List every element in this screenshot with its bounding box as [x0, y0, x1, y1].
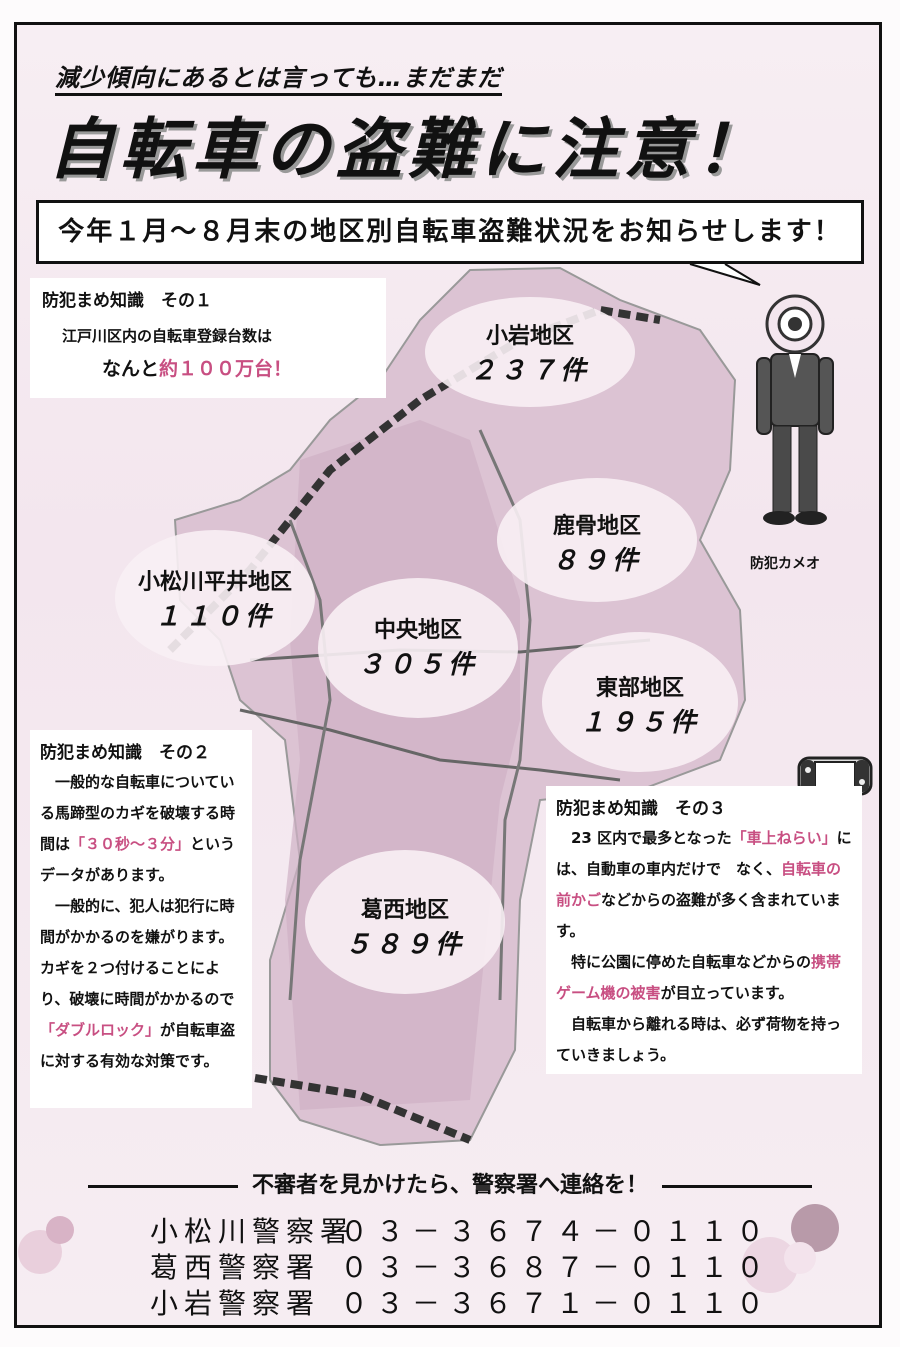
- tip-highlight: 「３０秒～３分」: [70, 835, 191, 853]
- tip-highlight: 「ダブルロック」: [40, 1021, 161, 1039]
- tip-text: なんと約１００万台！: [102, 358, 293, 380]
- station-phone: ０３－３６７４－０１１０: [340, 1215, 773, 1248]
- district-count: ２３７件: [469, 356, 590, 386]
- station-name: 小岩警察署: [150, 1287, 321, 1320]
- station-name: 小松川警察署: [150, 1215, 355, 1248]
- district-circle-tobu: [542, 632, 738, 772]
- divider: [662, 1184, 812, 1188]
- district-label-chuo: 中央地区 ３０５件: [338, 612, 498, 681]
- district-circle-chuo: [318, 578, 518, 718]
- district-name: 葛西地区: [360, 898, 449, 923]
- district-label-shishibone: 鹿骨地区 ８９件: [517, 508, 677, 577]
- mascot-label: 防犯カメオ: [750, 556, 820, 572]
- speech-tail: [689, 263, 761, 286]
- district-label-tobu: 東部地区 １９５件: [560, 670, 720, 739]
- divider: [87, 1184, 238, 1188]
- decor-circle: [18, 1230, 62, 1274]
- camera-mascot-icon: [756, 294, 834, 525]
- tip-heading: 防犯まめ知識 その１: [42, 291, 212, 311]
- railway-line-2: [254, 1074, 472, 1144]
- police-station-koiwa: 小岩警察署 ０３－３６７１－０１１０: [150, 1282, 772, 1322]
- district-name: 東部地区: [595, 676, 684, 701]
- police-station-komatsugawa: 小松川警察署０３－３６７４－０１１０: [150, 1210, 772, 1250]
- district-name: 鹿骨地区: [552, 514, 641, 539]
- tip-box-3: 防犯まめ知識 その３ 23 区内で最多となった「車上ねらい」には、自動車の車内だ…: [546, 786, 862, 1074]
- tip-highlight: 「車上ねらい」: [731, 829, 837, 847]
- tip-heading: 防犯まめ知識 その３: [556, 799, 726, 819]
- contact-heading: 不審者を見かけたら、警察署へ連絡を！: [44, 1167, 856, 1199]
- tip-heading: 防犯まめ知識 その２: [40, 743, 210, 763]
- district-count: １１０件: [154, 602, 275, 632]
- decor-circle: [791, 1204, 839, 1252]
- tip-highlight: 携帯ゲーム機の被害: [556, 953, 842, 1002]
- police-station-kasai: 葛西警察署 ０３－３６８７－０１１０: [150, 1246, 772, 1286]
- tip-text: 一般的な自転車についている馬蹄型のカギを破壊する時間は「３０秒～３分」というデー…: [40, 773, 236, 884]
- tip-text: 江戸川区内の自転車登録台数は: [62, 327, 273, 345]
- district-name: 中央地区: [373, 618, 462, 643]
- road-line-4: [288, 519, 332, 1001]
- district-circle-koiwa: [425, 297, 635, 407]
- road-line: [239, 708, 621, 782]
- decor-circle: [742, 1237, 798, 1293]
- district-count: ８９件: [551, 546, 642, 576]
- tip-text: 自転車から離れる時は、必ず荷物を持っていきましょう。: [556, 1015, 842, 1064]
- info-banner: 今年１月～８月末の地区別自転車盗難状況をお知らせします！: [36, 200, 864, 264]
- station-name: 葛西警察署: [150, 1251, 321, 1284]
- district-count: ５８９件: [344, 930, 465, 960]
- district-circle-shishibone: [497, 478, 697, 602]
- page-title: 自転車の盗難に注意！: [48, 111, 768, 188]
- subtitle: 減少傾向にあるとは言っても…まだまだ: [55, 58, 503, 96]
- district-label-kasai: 葛西地区 ５８９件: [325, 892, 485, 961]
- tip-box-2: 防犯まめ知識 その２ 一般的な自転車についている馬蹄型のカギを破壊する時間は「３…: [30, 730, 252, 1108]
- tip-highlight: 約１００万台！: [159, 358, 293, 380]
- tip-highlight: 自転車の前かご: [556, 860, 842, 909]
- district-label-komatsugawa: 小松川平井地区 １１０件: [110, 564, 320, 633]
- station-phone: ０３－３６７１－０１１０: [340, 1287, 773, 1320]
- decor-circle: [784, 1242, 816, 1274]
- station-phone: ０３－３６８７－０１１０: [340, 1251, 773, 1284]
- tip-text: 一般的に、犯人は犯行に時間がかかるのを嫌がります。カギを２つ付けることにより、破…: [40, 897, 236, 1070]
- district-circle-komatsugawa: [115, 530, 315, 666]
- tip-text: 23 区内で最多となった「車上ねらい」には、自動車の車内だけで なく、自転車の前…: [556, 829, 852, 940]
- district-label-koiwa: 小岩地区 ２３７件: [450, 318, 610, 387]
- tip-text: 特に公園に停めた自転車などからの携帯ゲーム機の被害が目立っています。: [556, 953, 842, 1002]
- decor-circle: [46, 1216, 74, 1244]
- district-count: ３０５件: [357, 650, 478, 680]
- district-name: 小松川平井地区: [137, 570, 292, 595]
- road-line-3: [478, 429, 532, 1001]
- district-count: １９５件: [579, 708, 700, 738]
- tip-box-1: 防犯まめ知識 その１ 江戸川区内の自転車登録台数は なんと約１００万台！: [30, 278, 386, 398]
- district-name: 小岩地区: [485, 324, 574, 349]
- district-circle-kasai: [305, 850, 505, 994]
- mascot-kameo: [745, 292, 841, 532]
